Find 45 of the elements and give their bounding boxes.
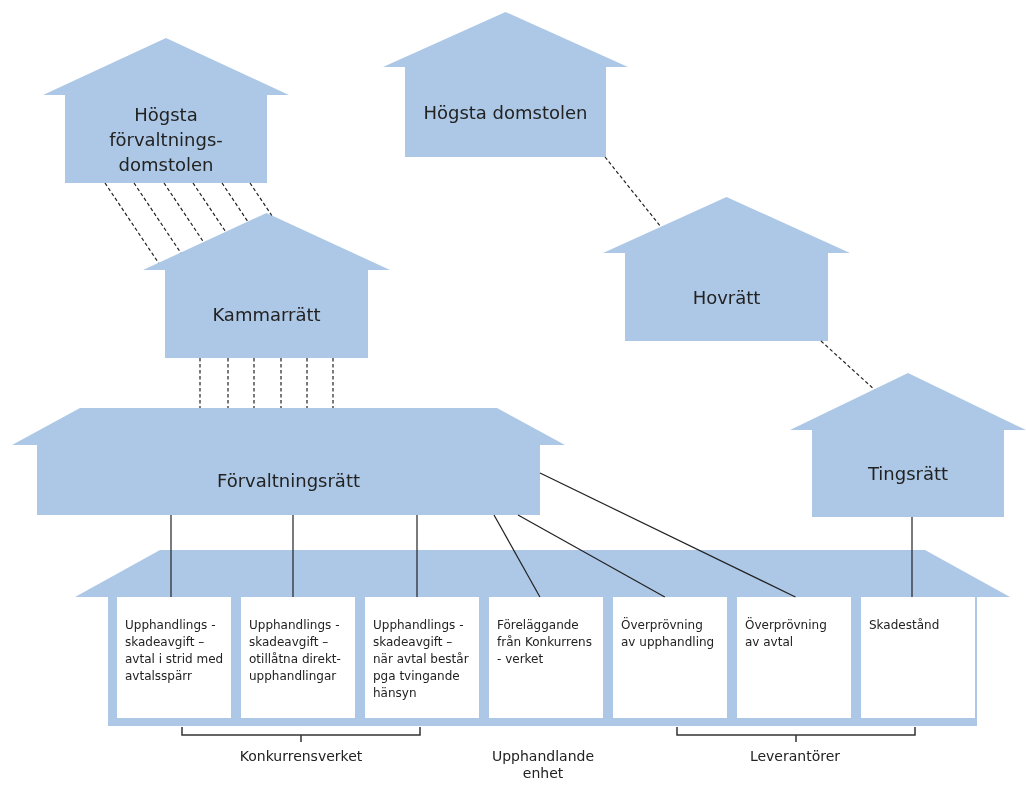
connector-line bbox=[306, 357, 308, 409]
connector-line bbox=[199, 357, 201, 409]
court-name: Tingsrätt bbox=[867, 462, 949, 486]
connector-line bbox=[170, 514, 172, 598]
case-type-box bbox=[861, 597, 975, 718]
connector-line bbox=[104, 182, 160, 264]
case-type-box bbox=[489, 597, 603, 718]
case-type-box bbox=[241, 597, 355, 718]
connector-line bbox=[280, 357, 282, 409]
case-type-text: Föreläggande från Konkurrens - verket bbox=[497, 617, 593, 668]
court-name: Högsta domstolen bbox=[423, 100, 588, 125]
case-type-box bbox=[117, 597, 231, 718]
court-name: Förvaltningsrätt bbox=[216, 468, 360, 493]
case-type-text: Upphandlings - skadeavgift – otillåtna direkt- upphandlingar bbox=[249, 617, 342, 685]
connector-line bbox=[292, 514, 294, 598]
case-type-box bbox=[613, 597, 727, 718]
connector-line bbox=[332, 357, 334, 409]
connector-line bbox=[253, 357, 255, 409]
group-label: Konkurrensverket bbox=[238, 748, 364, 765]
case-type-text: Skadestånd bbox=[869, 617, 941, 634]
case-type-text: Upphandlings - skadeavgift – avtal i strid med avtalsspärr bbox=[125, 617, 225, 685]
connector-line bbox=[539, 472, 797, 598]
connector-line bbox=[133, 182, 182, 254]
case-type-text: Överprövning av avtal bbox=[745, 617, 828, 651]
court-name: Högsta förvaltnings- domstolen bbox=[108, 102, 224, 177]
connector-line bbox=[604, 156, 662, 228]
connector-line bbox=[517, 514, 666, 598]
court-name: Kammarrätt bbox=[212, 302, 321, 327]
case-type-box bbox=[737, 597, 851, 718]
connector-line bbox=[820, 340, 875, 391]
case-type-text: Överprövning av upphandling bbox=[621, 617, 716, 651]
court-name: Hovrätt bbox=[692, 285, 761, 310]
case-type-text: Upphandlings - skadeavgift – när avtal består pga tvingande hänsyn bbox=[373, 617, 470, 702]
connector-line bbox=[192, 182, 227, 233]
connector-line bbox=[911, 516, 913, 598]
connector-line bbox=[163, 182, 205, 244]
connector-line bbox=[416, 514, 418, 598]
court-house-shape bbox=[75, 550, 1010, 726]
group-label: Leverantörer bbox=[748, 748, 842, 765]
group-label: Upphandlande enhet bbox=[490, 748, 596, 782]
connector-line bbox=[493, 514, 541, 598]
connector-line bbox=[227, 357, 229, 409]
connector-line bbox=[249, 182, 273, 217]
case-type-box bbox=[365, 597, 479, 718]
connector-line bbox=[221, 182, 249, 223]
